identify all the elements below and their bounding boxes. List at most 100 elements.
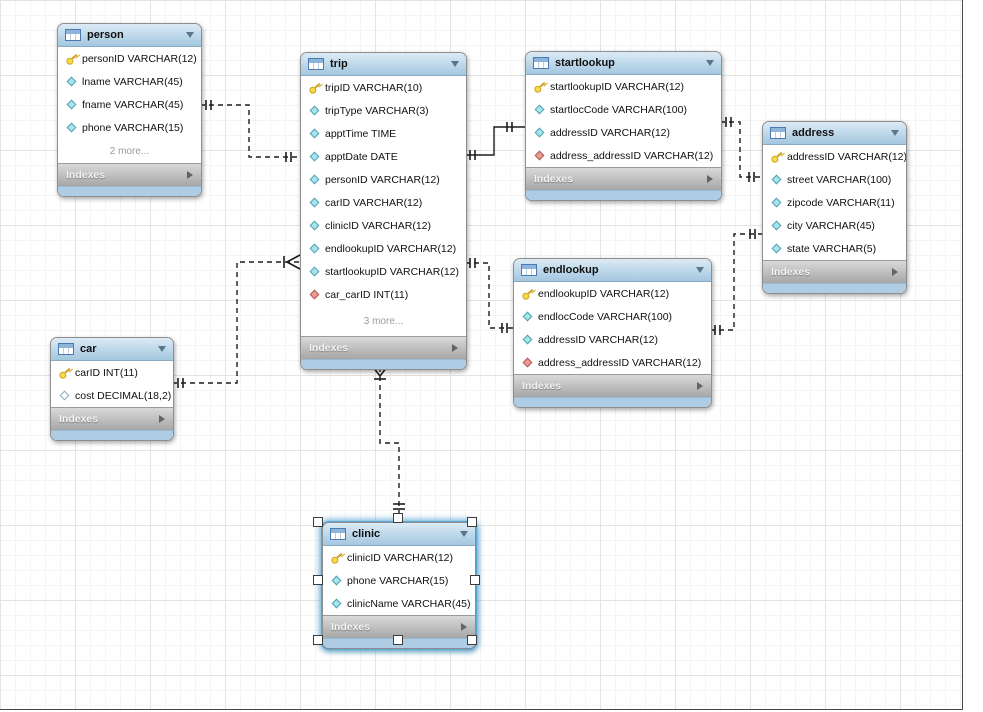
table-title: address xyxy=(792,127,835,139)
connector-trip-startlookup[interactable] xyxy=(465,126,525,156)
collapse-arrow-icon[interactable] xyxy=(696,267,704,273)
table-header[interactable]: address xyxy=(763,122,906,145)
diamond-cyan-icon xyxy=(64,98,79,112)
collapse-arrow-icon[interactable] xyxy=(706,60,714,66)
selection-handle[interactable] xyxy=(393,635,403,645)
diamond-cyan-icon xyxy=(307,242,322,256)
indexes-label: Indexes xyxy=(331,621,371,633)
column-row: startlocCode VARCHAR(100) xyxy=(526,98,721,121)
diamond-cyan-icon xyxy=(64,75,79,89)
indexes-bar[interactable]: Indexes xyxy=(301,336,466,359)
table-clinic[interactable]: clinic clinicID VARCHAR(12)phone VARCHAR… xyxy=(322,522,476,649)
diamond-cyan-icon xyxy=(307,196,322,210)
selection-handle[interactable] xyxy=(470,575,480,585)
indexes-label: Indexes xyxy=(66,169,106,181)
selection-handle[interactable] xyxy=(313,635,323,645)
column-text: phone VARCHAR(15) xyxy=(82,121,184,134)
diamond-red-icon xyxy=(307,288,322,302)
table-header[interactable]: trip xyxy=(301,53,466,76)
diamond-cyan-icon xyxy=(329,574,344,588)
indexes-bar[interactable]: Indexes xyxy=(526,167,721,190)
table-person[interactable]: person personID VARCHAR(12)lname VARCHAR… xyxy=(57,23,202,197)
table-header[interactable]: car xyxy=(51,338,173,361)
diamond-cyan-icon xyxy=(307,150,322,164)
columns-section: carID INT(11)cost DECIMAL(18,2) xyxy=(51,361,173,407)
collapse-arrow-icon[interactable] xyxy=(158,346,166,352)
column-row: endlookupID VARCHAR(12) xyxy=(301,237,466,260)
connector-trip-endlookup[interactable] xyxy=(465,262,513,329)
selection-handle[interactable] xyxy=(313,575,323,585)
diamond-cyan-icon xyxy=(307,104,322,118)
column-row: car_carID INT(11) xyxy=(301,283,466,306)
column-text: state VARCHAR(5) xyxy=(787,242,877,255)
key-icon xyxy=(532,80,547,94)
indexes-bar[interactable]: Indexes xyxy=(514,374,711,397)
table-header[interactable]: endlookup xyxy=(514,259,711,282)
column-text: startlookupID VARCHAR(12) xyxy=(325,265,460,278)
table-header[interactable]: person xyxy=(58,24,201,47)
column-row: lname VARCHAR(45) xyxy=(58,70,201,93)
column-row: apptDate DATE xyxy=(301,145,466,168)
collapse-arrow-icon[interactable] xyxy=(451,61,459,67)
column-text: addressID VARCHAR(12) xyxy=(550,126,671,139)
key-icon xyxy=(520,287,535,301)
more-columns: 2 more... xyxy=(109,145,150,157)
collapse-arrow-icon[interactable] xyxy=(186,32,194,38)
table-car[interactable]: car carID INT(11)cost DECIMAL(18,2) Inde… xyxy=(50,337,174,441)
selection-handle[interactable] xyxy=(313,517,323,527)
column-row: tripID VARCHAR(10) xyxy=(301,76,466,99)
table-title: trip xyxy=(330,58,348,70)
indexes-label: Indexes xyxy=(522,380,562,392)
indexes-bar[interactable]: Indexes xyxy=(323,615,475,638)
diamond-cyan-icon xyxy=(329,597,344,611)
table-title: car xyxy=(80,343,97,355)
collapse-arrow-icon[interactable] xyxy=(460,531,468,537)
column-row: state VARCHAR(5) xyxy=(763,237,906,260)
table-footer xyxy=(526,190,721,200)
connector-trip-clinic[interactable] xyxy=(379,367,400,515)
table-footer xyxy=(301,359,466,369)
column-row: street VARCHAR(100) xyxy=(763,168,906,191)
connector-endlookup-address[interactable] xyxy=(710,233,762,331)
collapse-arrow-icon[interactable] xyxy=(891,130,899,136)
diamond-cyan-icon xyxy=(532,126,547,140)
column-row: addressID VARCHAR(12) xyxy=(763,145,906,168)
column-text: clinicID VARCHAR(12) xyxy=(347,551,453,564)
table-endlookup[interactable]: endlookup endlookupID VARCHAR(12)endlocC… xyxy=(513,258,712,408)
connector-startlookup-address[interactable] xyxy=(720,121,762,178)
column-text: tripID VARCHAR(10) xyxy=(325,81,423,94)
column-row: address_addressID VARCHAR(12) xyxy=(514,351,711,374)
column-text: city VARCHAR(45) xyxy=(787,219,875,232)
table-header[interactable]: clinic xyxy=(323,523,475,546)
indexes-bar[interactable]: Indexes xyxy=(58,163,201,186)
columns-section: endlookupID VARCHAR(12)endlocCode VARCHA… xyxy=(514,282,711,374)
key-icon xyxy=(307,81,322,95)
key-icon xyxy=(769,150,784,164)
key-icon xyxy=(329,551,344,565)
selection-handle[interactable] xyxy=(467,517,477,527)
diamond-cyan-icon xyxy=(520,333,535,347)
column-text: apptTime TIME xyxy=(325,127,397,140)
connector-car-trip[interactable] xyxy=(172,261,300,384)
column-text: lname VARCHAR(45) xyxy=(82,75,183,88)
expand-arrow-icon xyxy=(892,268,898,276)
column-text: car_carID INT(11) xyxy=(325,288,409,301)
table-startlookup[interactable]: startlookup startlookupID VARCHAR(12)sta… xyxy=(525,51,722,201)
column-row: zipcode VARCHAR(11) xyxy=(763,191,906,214)
connector-person-trip[interactable] xyxy=(200,104,300,158)
selection-handle[interactable] xyxy=(393,513,403,523)
column-text: carID VARCHAR(12) xyxy=(325,196,423,209)
diamond-red-icon xyxy=(520,356,535,370)
indexes-bar[interactable]: Indexes xyxy=(763,260,906,283)
table-header[interactable]: startlookup xyxy=(526,52,721,75)
column-row: apptTime TIME xyxy=(301,122,466,145)
table-address[interactable]: address addressID VARCHAR(12)street VARC… xyxy=(762,121,907,294)
table-icon xyxy=(330,528,346,540)
indexes-bar[interactable]: Indexes xyxy=(51,407,173,430)
indexes-label: Indexes xyxy=(309,342,349,354)
table-trip[interactable]: trip tripID VARCHAR(10)tripType VARCHAR(… xyxy=(300,52,467,370)
table-title: startlookup xyxy=(555,57,615,69)
diamond-cyan-icon xyxy=(64,121,79,135)
selection-handle[interactable] xyxy=(467,635,477,645)
